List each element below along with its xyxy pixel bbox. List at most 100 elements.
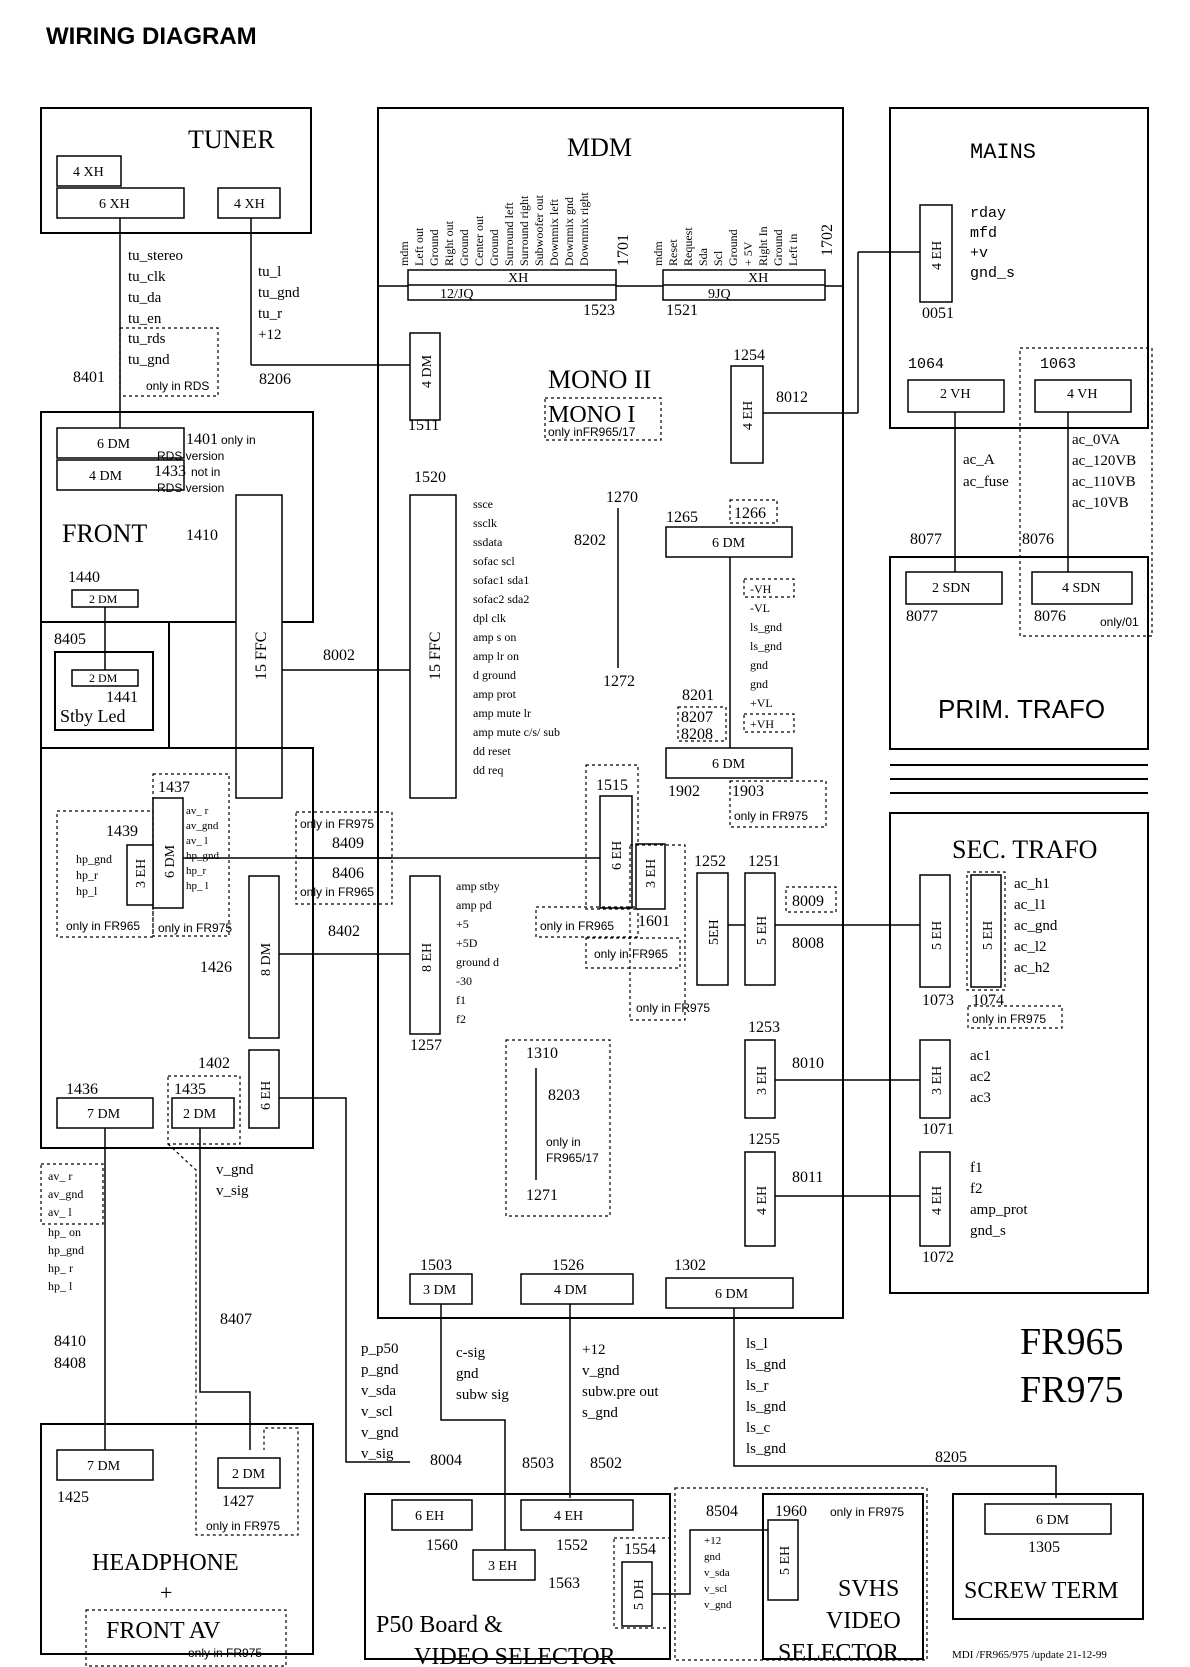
connector-label: 7 DM (87, 1459, 121, 1474)
signal-label: ls_gnd (750, 620, 782, 634)
wire-number: 8202 (574, 532, 606, 549)
wire-number: 8504 (706, 1503, 738, 1520)
box-1554 (613, 1537, 671, 1629)
wire-number: 1252 (694, 853, 726, 870)
signal-label: ground d (456, 955, 499, 969)
wire-number: 1523 (583, 302, 615, 319)
signal-label: v_sda (704, 1567, 730, 1579)
signal-label: +v (970, 245, 988, 262)
wire-number: 8408 (54, 1355, 86, 1372)
sec-1071-signals: ac1 ac2 ac3 (970, 1048, 991, 1106)
wire-number: 8503 (522, 1455, 554, 1472)
connector-1063-4vh (1034, 379, 1132, 413)
pin-label: Ground (726, 229, 740, 266)
signal-label: ac_fuse (963, 474, 1009, 490)
connector-1073-5eh (919, 874, 951, 988)
box-fr965-d (585, 937, 681, 969)
signal-label: dd req (473, 763, 503, 777)
wire-number: 1251 (748, 853, 780, 870)
signal-label: hp_gnd (186, 850, 220, 862)
wire-number: 8401 (73, 369, 105, 386)
footer-text: MDI /FR965/975 /update 21-12-99 (952, 1649, 1107, 1661)
mono1-label: MONO I (548, 402, 635, 428)
signal-label: av_gnd (186, 820, 219, 832)
signal-label: ls_gnd (746, 1357, 787, 1373)
signal-label: gnd_s (970, 265, 1015, 282)
box-1310 (505, 1039, 611, 1217)
sec-trafo-label: SEC. TRAFO (952, 835, 1097, 864)
signal-label: ssce (473, 497, 493, 511)
signal-label: dpl clk (473, 611, 506, 625)
connector-label: 4 EH (554, 1509, 583, 1524)
signal-label: ac_h2 (1014, 960, 1050, 976)
signal-label: +VH (750, 717, 774, 731)
front-av-box (85, 1609, 287, 1667)
wire-number: 8009 (792, 893, 824, 910)
signal-label: gnd (456, 1366, 479, 1382)
signal-label: tu_da (128, 290, 162, 306)
wire-number: 1433 (154, 463, 186, 480)
only-rds-box (119, 327, 219, 397)
wire-number: 1257 (410, 1037, 442, 1054)
page-title: WIRING DIAGRAM (46, 23, 257, 50)
wire-number: 1563 (548, 1575, 580, 1592)
signal-label: subw sig (456, 1387, 509, 1403)
connector-1253-3eh (744, 1039, 776, 1119)
connector-1255-4eh (744, 1151, 776, 1247)
signal-label: hp_gnd (48, 1243, 84, 1257)
hp-1439-signals: hp_gnd hp_r hp_l (76, 852, 112, 898)
wire-number: 1071 (922, 1121, 954, 1138)
connector-1257-8eh (409, 875, 441, 1035)
note: only in FR965 (66, 919, 140, 933)
connector-1526-4dm (520, 1273, 634, 1305)
signal-label: av_gnd (48, 1187, 83, 1201)
box-8009 (785, 886, 837, 913)
connector-label: 3 DM (423, 1283, 457, 1298)
connector-label: 5 EH (778, 1546, 793, 1575)
svhs-outer-box (674, 1487, 928, 1661)
signal-label: f2 (456, 1012, 466, 1026)
signal-label: v_sig (216, 1183, 249, 1199)
wire-number: 8201 (682, 687, 714, 704)
signal-label: f2 (970, 1181, 983, 1197)
note: only in FR975 (300, 817, 374, 831)
wire-number: 1410 (186, 527, 218, 544)
connector-front-4dm (56, 459, 185, 491)
wire-number: 1701 (615, 234, 632, 266)
connector-label: 6 EH (259, 1081, 274, 1110)
wire-number: 8002 (323, 647, 355, 664)
signal-label: hp_gnd (76, 852, 112, 866)
box-1515 (585, 764, 639, 910)
signal-label: v_gnd (361, 1425, 399, 1441)
mono2-label: MONO II (548, 365, 651, 394)
signal-label: ac_A (963, 452, 995, 468)
connector-1071-3eh (919, 1039, 951, 1119)
connector-label: 6 DM (712, 536, 746, 551)
pin-label: Surround left (502, 202, 516, 266)
signal-label: sofac2 sda2 (473, 592, 529, 606)
connector-1425-7dm (56, 1449, 154, 1481)
pin-label: Right In (756, 226, 770, 266)
connector-label: 2 DM (89, 592, 118, 606)
signal-label: hp_ r (48, 1261, 73, 1275)
connector-1902-6dm (665, 747, 793, 779)
sec-trafo-block (889, 812, 1149, 1294)
wire-number: 1902 (668, 783, 700, 800)
box-1074 (966, 871, 1006, 991)
signal-label: s_gnd (582, 1405, 618, 1421)
wire-number: 1436 (66, 1081, 98, 1098)
wire-number: 1702 (819, 224, 836, 256)
wire-number: 1064 (908, 356, 944, 373)
signal-label: tu_gnd (128, 352, 170, 368)
signal-label: av_ l (186, 835, 208, 847)
connector-1435-2dm (171, 1097, 235, 1129)
signal-label: c-sig (456, 1345, 486, 1361)
connector-label: 4 DM (420, 354, 435, 388)
wire-number: 1425 (57, 1489, 89, 1506)
signal-label: ls_r (746, 1378, 769, 1394)
connector-mains-4eh (919, 204, 953, 303)
plus-label: + (160, 1580, 172, 1605)
signal-label: ls_c (746, 1420, 771, 1436)
connector-label: 4 EH (930, 241, 945, 270)
note: only in (546, 1135, 581, 1149)
